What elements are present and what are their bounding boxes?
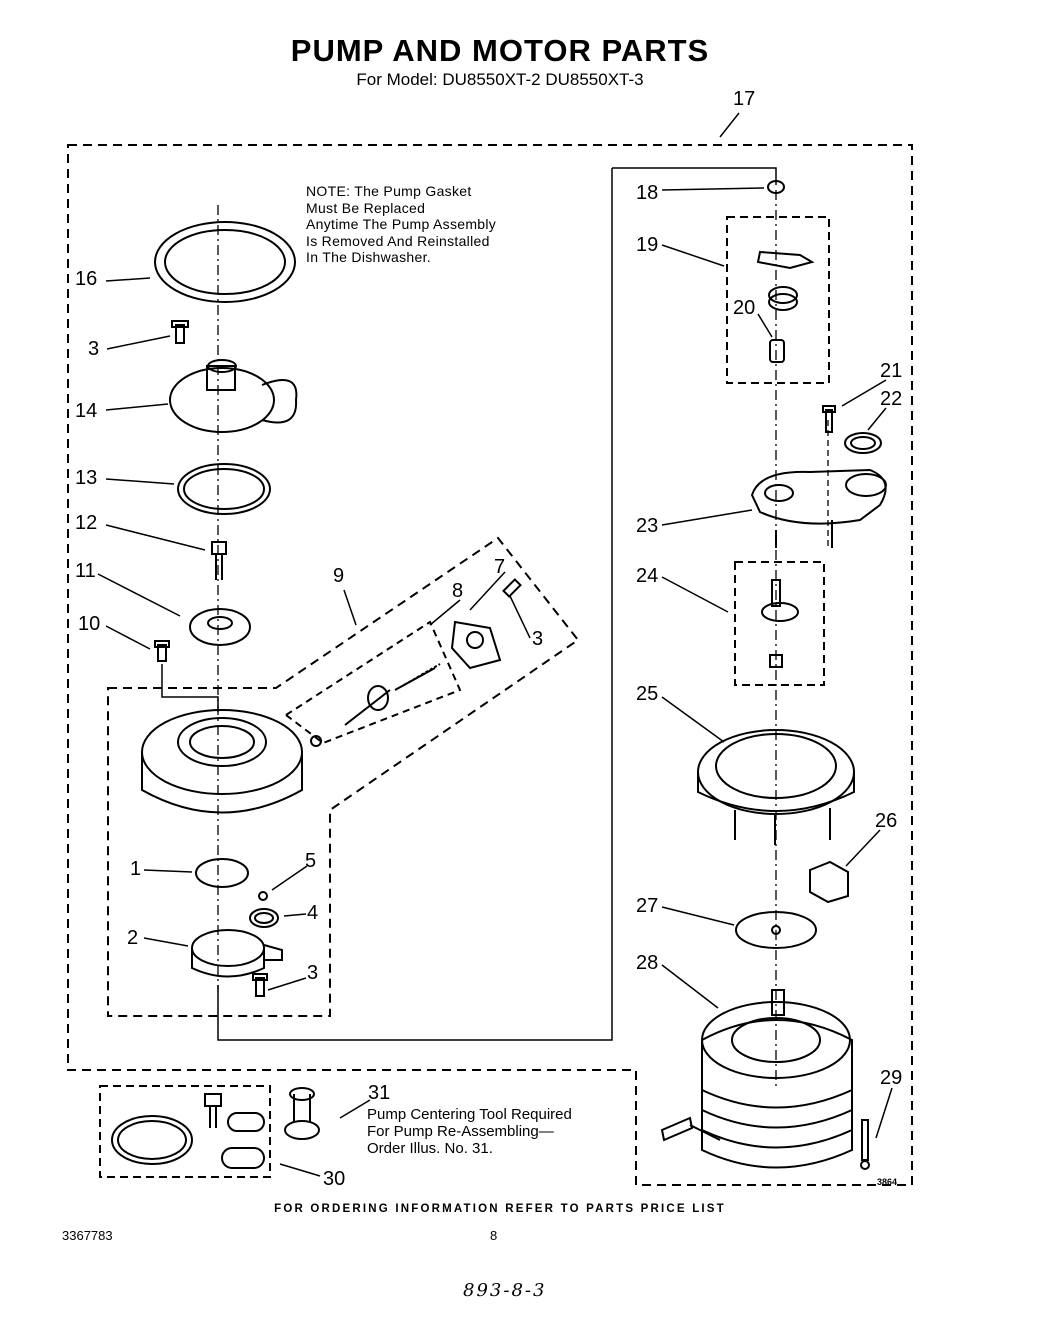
note-line: Must Be Replaced: [306, 199, 426, 216]
ordering-footer: FOR ORDERING INFORMATION REFER TO PARTS …: [274, 1203, 726, 1215]
bushing-20: [769, 339, 785, 363]
callout-14: 14: [75, 400, 98, 422]
mounting-plate-23: [750, 468, 887, 548]
kit-seal: [221, 1112, 265, 1169]
callout-1: 1: [130, 858, 142, 880]
pump-gasket-16: [154, 221, 296, 303]
impeller-11: [189, 608, 251, 646]
connector-line: [217, 168, 613, 1041]
callout-19: 19: [636, 234, 659, 256]
pump-gasket-note: NOTE: The Pump Gasket Must Be Replaced A…: [306, 183, 496, 266]
screw-3: [171, 320, 189, 344]
callout-22: 22: [880, 388, 903, 410]
pump-housing: [141, 709, 303, 814]
motor-28: [660, 989, 853, 1169]
kit-box-30: [99, 1085, 271, 1178]
handwritten-code: 893-8-3: [463, 1280, 547, 1301]
callout-17: 17: [733, 88, 756, 110]
motor-housing-25: [697, 729, 855, 845]
callout-8: 8: [452, 580, 464, 602]
callout-11: 11: [75, 560, 96, 582]
callout-3: 3: [307, 962, 319, 984]
callout-18: 18: [636, 182, 659, 204]
note-line: Is Removed And Reinstalled: [306, 232, 490, 249]
seal-4: [249, 908, 279, 928]
note-line: In The Dishwasher.: [306, 249, 431, 265]
pump-subassembly-boundary: [107, 536, 580, 1017]
note-line: NOTE: The Pump Gasket: [306, 183, 472, 199]
washer-18: [767, 180, 785, 194]
note-line: Anytime The Pump Assembly: [306, 216, 497, 232]
callout-4: 4: [307, 902, 319, 924]
callout-24: 24: [636, 565, 659, 587]
callout-13: 13: [75, 467, 98, 489]
box-19: [726, 216, 830, 384]
callout-29: 29: [880, 1067, 903, 1089]
callout-25: 25: [636, 683, 659, 705]
valve-parts-8: [310, 663, 441, 747]
page-number: 8: [490, 1228, 498, 1243]
tool-note-line: Order Illus. No. 31.: [367, 1140, 493, 1157]
callout-26: 26: [875, 810, 898, 832]
illustration-number: 3864: [877, 1177, 898, 1187]
bolt-12: [211, 541, 227, 580]
callout-21: 21: [880, 360, 903, 382]
valve-subassembly-boundary: [284, 620, 462, 745]
callout-23: 23: [636, 515, 659, 537]
callout-12: 12: [75, 512, 98, 534]
valve-cover-7: [450, 620, 502, 670]
callout-3: 3: [532, 628, 544, 650]
leader-arrows: [97, 112, 893, 1177]
callout-20: 20: [733, 297, 756, 319]
screw-10: [154, 640, 170, 662]
kit-bolt: [204, 1093, 222, 1128]
page-title: PUMP AND MOTOR PARTS: [290, 33, 710, 68]
callout-3: 3: [88, 338, 100, 360]
spring-19: [768, 286, 798, 311]
assembly-boundary: [67, 144, 913, 1186]
callout-30: 30: [323, 1168, 346, 1190]
callout-28: 28: [636, 952, 659, 974]
tool-note-line: For Pump Re-Assembling—: [367, 1123, 554, 1140]
callout-9: 9: [333, 565, 345, 587]
gasket-13: [177, 463, 271, 515]
tool-note-line: Pump Centering Tool Required: [367, 1106, 572, 1123]
document-number: 3367783: [62, 1228, 113, 1243]
callout-2: 2: [127, 927, 139, 949]
ball-5: [258, 891, 268, 901]
pump-cover-14: [169, 359, 298, 433]
screw-21: [822, 405, 836, 433]
callout-10: 10: [78, 613, 101, 635]
kit-gasket: [111, 1115, 193, 1165]
seal-22: [844, 432, 882, 454]
screw-3-bottom: [252, 973, 268, 997]
block-26: [809, 860, 849, 904]
box-24: [734, 561, 825, 686]
filter-1: [195, 858, 249, 888]
coupling-24: [761, 579, 799, 668]
model-subtitle: For Model: DU8550XT-2 DU8550XT-3: [356, 70, 644, 89]
disc-27: [735, 911, 817, 949]
callout-5: 5: [305, 850, 317, 872]
centering-tool-31: [284, 1087, 320, 1140]
screw-3-right: [502, 578, 522, 598]
callout-27: 27: [636, 895, 659, 917]
bracket-19: [756, 250, 815, 270]
callout-16: 16: [75, 268, 98, 290]
centering-tool-note: Pump Centering Tool Required For Pump Re…: [367, 1106, 572, 1157]
screw-29: [860, 1119, 870, 1170]
callout-7: 7: [494, 556, 506, 578]
pump-base-2: [191, 929, 283, 978]
callout-31: 31: [368, 1082, 391, 1104]
connector-line: [161, 664, 219, 712]
connector-line: [612, 167, 777, 185]
